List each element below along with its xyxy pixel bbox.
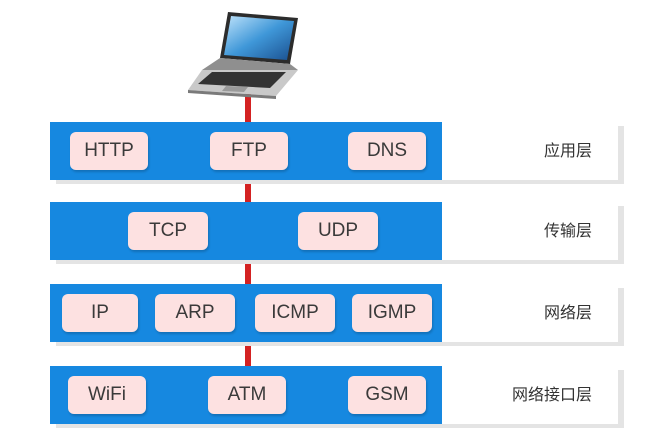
protocol-icmp: ICMP [255,294,335,332]
layer-name-network: 网络层 [543,303,592,322]
layer-name-application: 应用层 [543,141,592,160]
layer-bar: WiFi ATM GSM [50,366,442,424]
protocol-http: HTTP [70,132,148,170]
layer-transport: TCP UDP 传输层 [50,202,624,264]
layer-bar: IP ARP ICMP IGMP [50,284,442,342]
protocol-udp: UDP [298,212,378,250]
layer-application: HTTP FTP DNS 应用层 [50,122,624,184]
laptop-icon [188,12,298,99]
layer-bar: TCP UDP [50,202,442,260]
protocol-igmp: IGMP [352,294,432,332]
layer-network-interface: WiFi ATM GSM 网络接口层 [50,366,624,428]
layer-name-network-interface: 网络接口层 [511,385,592,404]
layer-name-transport: 传输层 [543,221,592,240]
layer-network: IP ARP ICMP IGMP 网络层 [50,284,624,346]
protocol-ip: IP [62,294,138,332]
protocol-dns: DNS [348,132,426,170]
layer-bar: HTTP FTP DNS [50,122,442,180]
protocol-wifi: WiFi [68,376,146,414]
protocol-tcp: TCP [128,212,208,250]
protocol-gsm: GSM [348,376,426,414]
protocol-atm: ATM [208,376,286,414]
protocol-ftp: FTP [210,132,288,170]
protocol-arp: ARP [155,294,235,332]
